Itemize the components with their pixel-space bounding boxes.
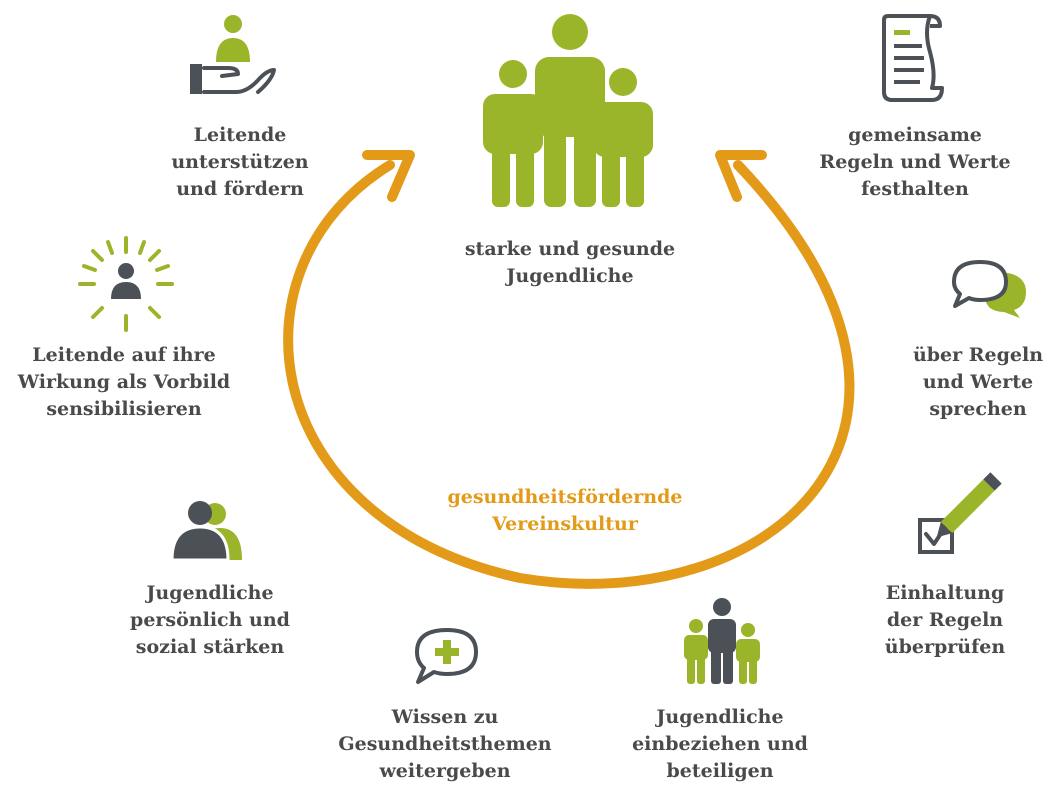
arrow-head-left <box>362 150 415 202</box>
item-label-health-knowledge: Wissen zu Gesundheitsthemen weitergeben <box>320 704 570 785</box>
small-family-icon <box>684 598 760 684</box>
item-label-line: Regeln und Werte <box>819 151 1011 173</box>
item-label-talk-rules: über Regeln und Werte sprechen <box>893 342 1063 423</box>
item-label-line: und Werte <box>922 371 1034 393</box>
item-label-line: Leitende auf ihre <box>32 344 216 366</box>
speech-bubbles-icon <box>952 260 1026 318</box>
document-icon <box>882 14 944 102</box>
item-label-line: sensibilisieren <box>46 398 202 420</box>
item-label-line: einbeziehen und <box>632 733 808 755</box>
item-label-line: gemeinsame <box>848 124 982 146</box>
item-label-line: Einhaltung <box>885 582 1005 604</box>
item-label-line: Leitende <box>193 124 287 146</box>
checkbox-pencil-icon <box>918 472 1002 554</box>
item-label-line: Jugendliche <box>146 582 274 604</box>
culture-label-line-1: gesundheitsfördernde <box>447 486 683 508</box>
item-label-line: der Regeln <box>886 609 1004 631</box>
health-bubble-icon <box>415 628 478 684</box>
item-label-line: sprechen <box>929 398 1027 420</box>
center-label-line-1: starke und gesunde <box>464 238 676 260</box>
item-label-line: beteiligen <box>666 760 774 782</box>
item-label-involve-youth: Jugendliche einbeziehen und beteiligen <box>600 704 840 785</box>
center-label: starke und gesunde Jugendliche <box>425 236 715 290</box>
center-label-line-2: Jugendliche <box>506 265 634 287</box>
item-label-line: über Regeln <box>912 344 1044 366</box>
culture-label-line-2: Vereinskultur <box>492 513 638 535</box>
item-label-line: überprüfen <box>884 636 1006 658</box>
item-label-line: unterstützen <box>171 151 309 173</box>
role-model-icon <box>78 236 174 332</box>
item-label-line: Jugendliche <box>656 706 784 728</box>
item-label-strengthen-youth: Jugendliche persönlich und sozial stärke… <box>100 580 320 661</box>
hand-person-icon <box>190 15 276 94</box>
item-label-line: Wirkung als Vorbild <box>17 371 231 393</box>
item-label-check-rules: Einhaltung der Regeln überprüfen <box>845 580 1045 661</box>
item-label-leaders-support: Leitende unterstützen und fördern <box>130 122 350 203</box>
family-icon <box>483 14 653 207</box>
culture-label: gesundheitsfördernde Vereinskultur <box>405 484 725 538</box>
item-label-line: Gesundheitsthemen <box>338 733 552 755</box>
item-label-record-rules: gemeinsame Regeln und Werte festhalten <box>800 122 1030 203</box>
item-label-line: Wissen zu <box>391 706 499 728</box>
two-persons-icon <box>170 501 242 562</box>
item-label-line: weitergeben <box>379 760 511 782</box>
item-label-line: festhalten <box>861 178 969 200</box>
item-label-line: und fördern <box>176 178 304 200</box>
item-label-line: persönlich und <box>130 609 290 631</box>
item-label-role-model: Leitende auf ihre Wirkung als Vorbild se… <box>4 342 244 423</box>
item-label-line: sozial stärken <box>135 636 285 658</box>
arrow-head-right <box>715 150 767 202</box>
